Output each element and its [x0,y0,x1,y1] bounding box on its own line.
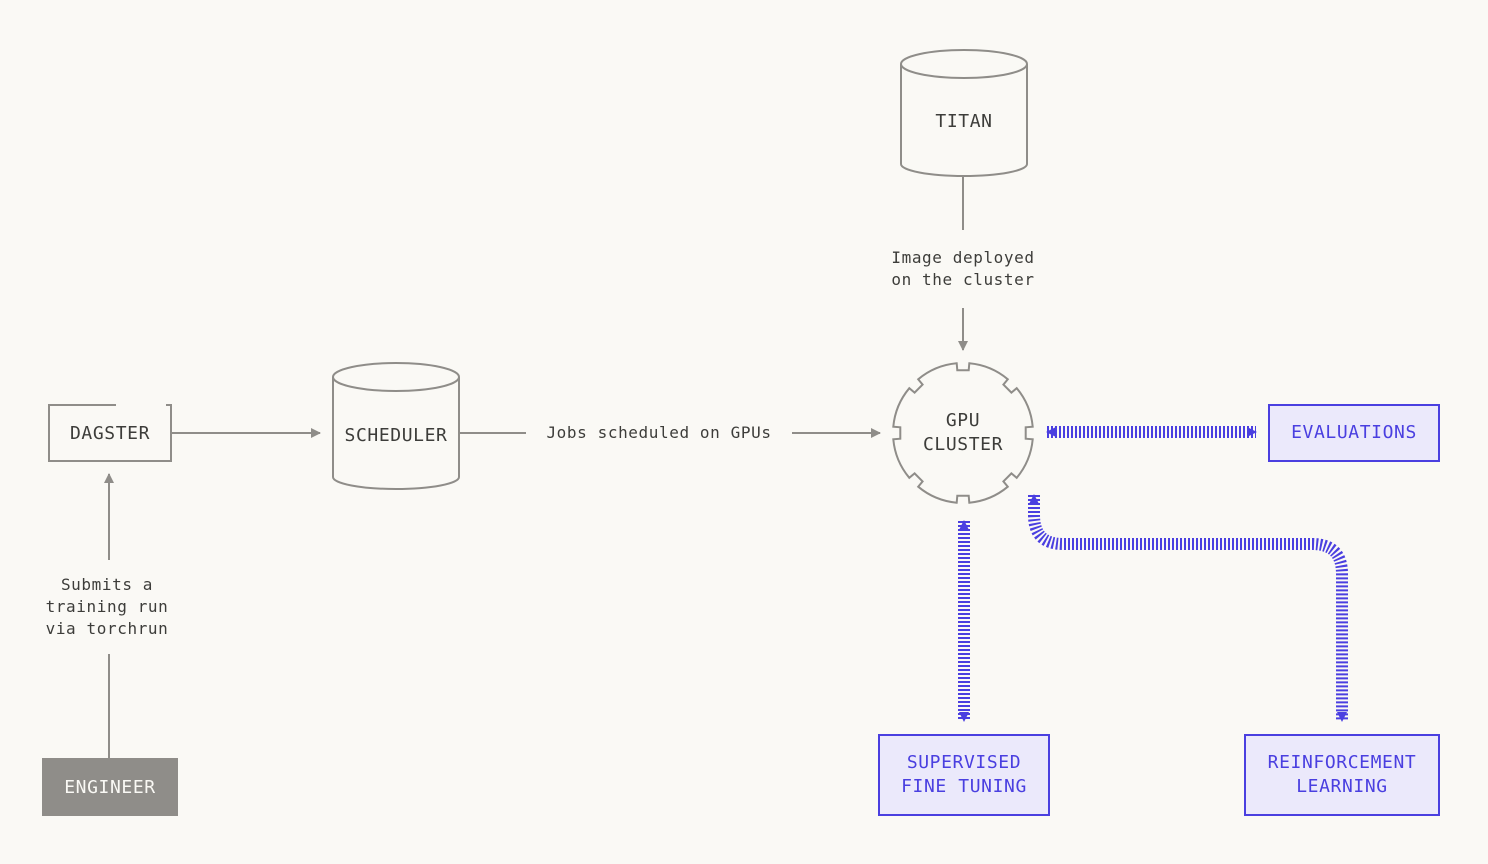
edge-label-scheduler-gpu: Jobs scheduled on GPUs [526,420,792,446]
titan-cylinder [900,49,1028,177]
sft-label: SUPERVISED FINE TUNING [901,752,1027,797]
gpu-cluster-gear [892,362,1034,504]
dagster-node [48,403,172,462]
sft-node [878,734,1050,816]
evaluations-label: EVALUATIONS [1291,422,1417,443]
evaluations-node [1268,404,1440,462]
gpu-cluster-label: GPU CLUSTER [922,410,1004,455]
rl-label: REINFORCEMENT LEARNING [1267,752,1417,797]
dagster-label: DAGSTER [69,422,151,444]
engineer-node: ENGINEER [42,758,178,816]
edge-label-titan-gpu: Image deployed on the cluster [873,230,1053,308]
scheduler-label: SCHEDULER [344,424,448,446]
titan-label: TITAN [935,110,993,132]
rl-node [1244,734,1440,816]
scheduler-cylinder [332,362,460,490]
edge-label-engineer-dagster: Submits a training run via torchrun [32,560,182,654]
arrow-gpu-rl [1028,494,1348,722]
